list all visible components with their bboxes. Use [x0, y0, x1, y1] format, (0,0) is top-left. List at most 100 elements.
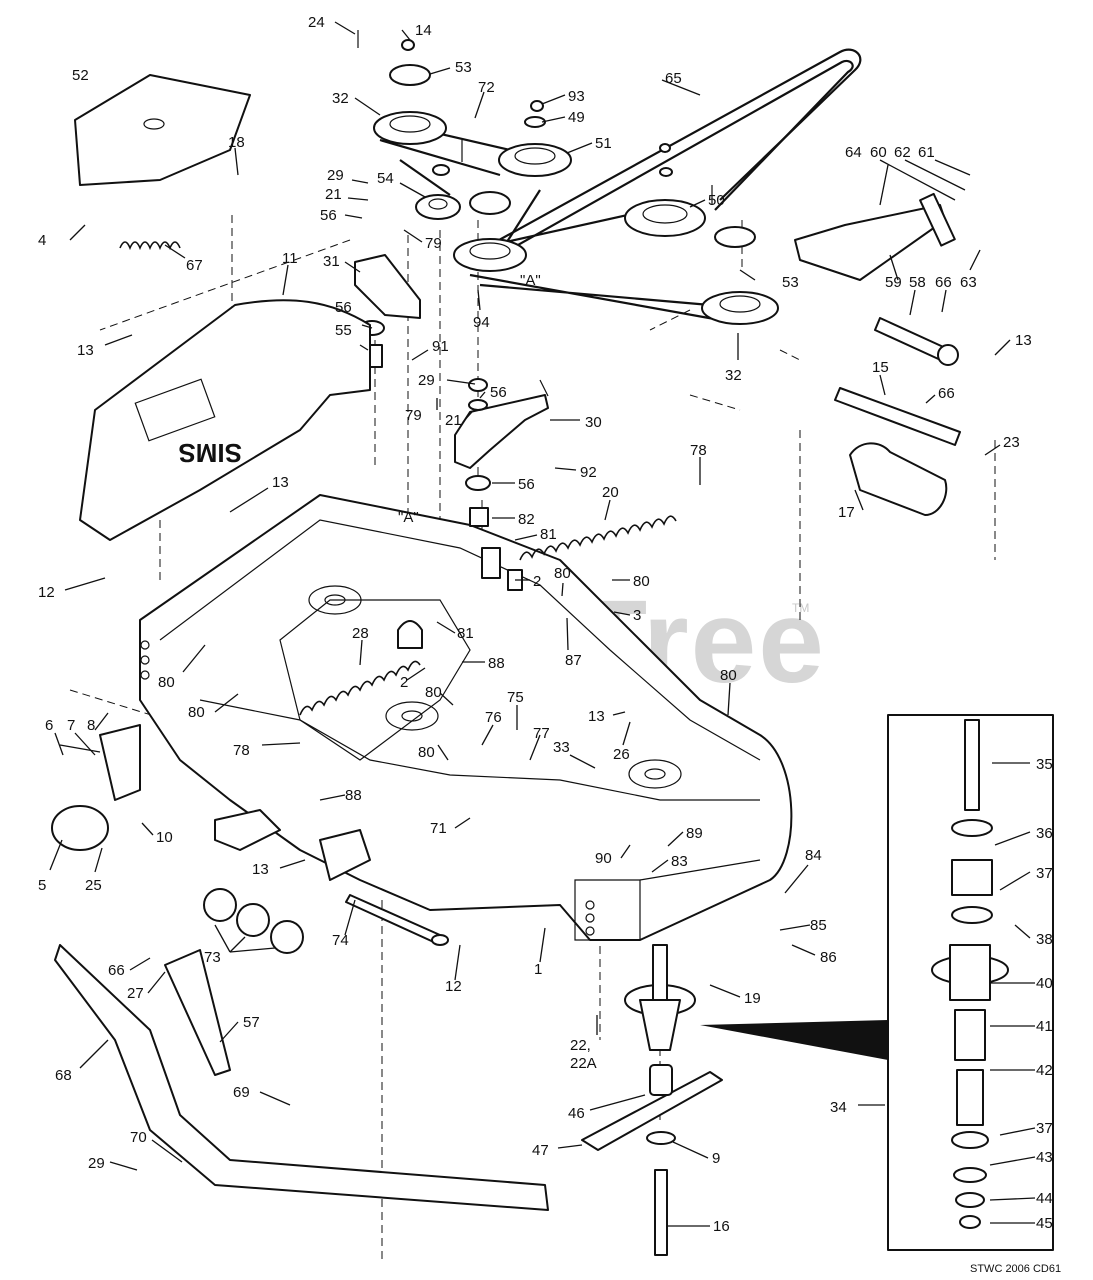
callout-43: 43	[1036, 1149, 1053, 1166]
callout-2: 2	[400, 674, 408, 691]
callout-54: 54	[377, 170, 394, 187]
callout-6: 6	[45, 717, 53, 734]
callout-29: 29	[327, 167, 344, 184]
callout-47: 47	[532, 1142, 549, 1159]
callout-58: 58	[909, 274, 926, 291]
callout-49: 49	[568, 109, 585, 126]
callout-51: 51	[595, 135, 612, 152]
callout-60: 60	[870, 144, 887, 161]
callout-25: 25	[85, 877, 102, 894]
callout-64: 64	[845, 144, 862, 161]
callout-80: 80	[720, 667, 737, 684]
callout-57: 57	[243, 1014, 260, 1031]
callout-55: 55	[335, 322, 352, 339]
callout-33: 33	[553, 739, 570, 756]
callout-41: 41	[1036, 1018, 1053, 1035]
callout-26: 26	[613, 746, 630, 763]
callout-72: 72	[478, 79, 495, 96]
callout-5: 5	[38, 877, 46, 894]
callout-34: 34	[830, 1099, 847, 1116]
callout-56: 56	[518, 476, 535, 493]
callout-29: 29	[418, 372, 435, 389]
callout-67: 67	[186, 257, 203, 274]
callout-66: 66	[108, 962, 125, 979]
callout-82: 82	[518, 511, 535, 528]
callout-21: 21	[445, 412, 462, 429]
callout-73: 73	[204, 949, 221, 966]
callout-38: 38	[1036, 931, 1053, 948]
diagram-code: STWC 2006 CD61	[970, 1263, 1061, 1275]
callout-71: 71	[430, 820, 447, 837]
callout-13: 13	[77, 342, 94, 359]
callout-13: 13	[252, 861, 269, 878]
callout-83: 83	[671, 853, 688, 870]
callout-45: 45	[1036, 1215, 1053, 1232]
blade-spindle	[581, 944, 723, 1256]
callout-29: 29	[88, 1155, 105, 1172]
callout-93: 93	[568, 88, 585, 105]
callout-labels: 24 14 53 52 32 72 93 49 65 51 18 29 54 2…	[38, 14, 1061, 1275]
callout-23: 23	[1003, 434, 1020, 451]
callout-4: 4	[38, 232, 46, 249]
callout-13: 13	[272, 474, 289, 491]
callout-81: 81	[540, 526, 557, 543]
callout-50: 50	[708, 192, 725, 209]
callout-70: 70	[130, 1129, 147, 1146]
callout-1: 1	[534, 961, 542, 978]
callout-81: 81	[457, 625, 474, 642]
callout-16: 16	[713, 1218, 730, 1235]
callout-80: 80	[425, 684, 442, 701]
callout-37: 37	[1036, 1120, 1053, 1137]
callout-88: 88	[345, 787, 362, 804]
callout-46: 46	[568, 1105, 585, 1122]
callout-53: 53	[455, 59, 472, 76]
callout-17: 17	[838, 504, 855, 521]
belt-system	[379, 48, 862, 322]
callout-80: 80	[554, 565, 571, 582]
callout-13: 13	[1015, 332, 1032, 349]
callout-61: 61	[918, 144, 935, 161]
callout-86: 86	[820, 949, 837, 966]
callout-56: 56	[335, 299, 352, 316]
callout-18: 18	[228, 134, 245, 151]
callout-56: 56	[320, 207, 337, 224]
callout-36: 36	[1036, 825, 1053, 842]
callout-80: 80	[158, 674, 175, 691]
caster-wheel-assembly	[51, 724, 141, 851]
callout-10: 10	[156, 829, 173, 846]
callout-88: 88	[488, 655, 505, 672]
callout-37: 37	[1036, 865, 1053, 882]
callout-9: 9	[712, 1150, 720, 1167]
callout-78: 78	[233, 742, 250, 759]
callout-13: 13	[588, 708, 605, 725]
callout-32: 32	[332, 90, 349, 107]
callout-87: 87	[565, 652, 582, 669]
belt-covers: SIMS	[74, 74, 371, 541]
callout-62: 62	[894, 144, 911, 161]
callout-28: 28	[352, 625, 369, 642]
callout-21: 21	[325, 186, 342, 203]
callout-2: 2	[533, 573, 541, 590]
callout-65: 65	[665, 70, 682, 87]
callout-66: 66	[935, 274, 952, 291]
callout-59: 59	[885, 274, 902, 291]
watermark-trademark: TM	[792, 601, 809, 615]
callout-27: 27	[127, 985, 144, 1002]
callout-77: 77	[533, 725, 550, 742]
callout-15: 15	[872, 359, 889, 376]
callout-22: 22,	[570, 1037, 591, 1054]
callout-76: 76	[485, 709, 502, 726]
front-bumper	[54, 888, 549, 1211]
callout-11: 11	[282, 250, 298, 267]
callout-80: 80	[633, 573, 650, 590]
callout-80: 80	[418, 744, 435, 761]
callout-40: 40	[1036, 975, 1053, 992]
callout-22a: 22A	[570, 1055, 597, 1072]
callout-94: 94	[473, 314, 490, 331]
callout-24: 24	[308, 14, 325, 31]
callout-3: 3	[633, 607, 641, 624]
callout-68: 68	[55, 1067, 72, 1084]
callout-19: 19	[744, 990, 761, 1007]
callout-85: 85	[810, 917, 827, 934]
